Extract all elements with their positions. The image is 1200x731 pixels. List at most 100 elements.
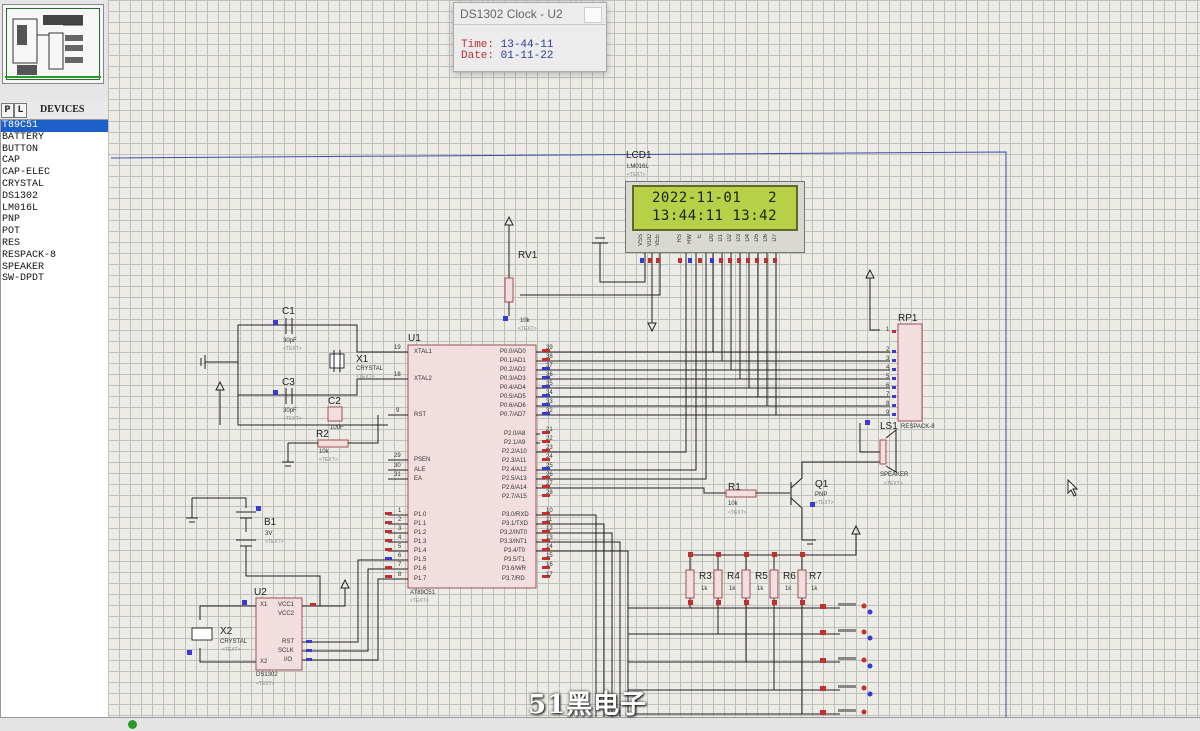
u1-pin-number: 4 [398, 535, 402, 541]
x2-ref: X2 [220, 626, 233, 637]
u1-pin-number: 21 [546, 427, 553, 433]
u1-pin-number: 32 [546, 408, 553, 414]
r-bank-ref: R6 [783, 571, 796, 582]
popup-time-row: Time: 13-44-11 [461, 39, 553, 51]
u1-pin-number: 6 [398, 553, 402, 559]
date-label: Date: [461, 50, 495, 62]
device-item[interactable]: RESPACK-8 [2, 249, 57, 261]
x1-ref: X1 [356, 354, 369, 365]
devices-title: DEVICES [40, 104, 85, 115]
device-item[interactable]: BUTTON [2, 143, 39, 155]
overview-thumbnail [5, 15, 101, 78]
device-item[interactable]: DS1302 [2, 190, 39, 202]
u1-pin-name: P3.5/T1 [504, 557, 526, 563]
device-item[interactable]: PNP [2, 214, 21, 226]
x2-part: CRYSTAL [220, 639, 248, 645]
popup-date-row: Date: 01-11-22 [461, 50, 553, 62]
u1-pin-number: 12 [546, 526, 553, 532]
u1-pin-number: 14 [546, 544, 553, 550]
q1-part: PNP [815, 492, 828, 498]
u1-pin-number: 8 [398, 572, 402, 578]
u1-pin-name: P1.7 [414, 576, 427, 582]
rp1-pin: 2 [886, 347, 890, 353]
u1-pin-number: 17 [546, 572, 553, 578]
u1-pin-name: P3.1/TXD [502, 521, 529, 527]
status-bar [0, 717, 1200, 731]
u2-pin-name: SCLK [278, 648, 294, 654]
u1-pin-number: 28 [546, 490, 553, 496]
c2-ref: C2 [328, 396, 341, 407]
rp1-pin: 9 [886, 410, 890, 416]
mouse-pointer-icon [1067, 479, 1079, 497]
u2-pin-name: VCC1 [278, 602, 295, 608]
u1-pin-name: P2.7/A15 [502, 494, 527, 500]
u1-pin-number: 30 [394, 463, 401, 469]
close-button[interactable] [584, 7, 602, 23]
u2-ref: U2 [254, 587, 267, 598]
device-item[interactable]: POT [2, 226, 21, 238]
u1-pin-number: 7 [398, 562, 402, 568]
u1-pin-number: 11 [546, 517, 553, 523]
device-item[interactable]: BATTERY [2, 131, 45, 143]
r1-text-placeholder: <TEXT> [728, 510, 747, 516]
u1-pin-name: P2.4/A12 [502, 467, 527, 473]
overview-window[interactable] [2, 4, 104, 84]
time-value: 13-44-11 [500, 39, 554, 51]
rv1-ref: RV1 [518, 250, 538, 261]
u1-pin-name: P2.0/A8 [504, 431, 526, 437]
lcd-ref: LCD1 [626, 150, 652, 161]
device-item[interactable]: RES [2, 237, 21, 249]
rp1-pin: 7 [886, 392, 890, 398]
r1-ref: R1 [728, 482, 741, 493]
u1-pin-number: 31 [394, 472, 401, 478]
rp1-ref: RP1 [898, 313, 918, 324]
u1-pin-number: 13 [546, 535, 553, 541]
r-bank-ref: R4 [727, 571, 740, 582]
u1-pin-name: P0.2/AD2 [500, 367, 526, 373]
u1-pin-name: P2.3/A11 [502, 458, 527, 464]
u1-pin-number: 18 [394, 372, 401, 378]
library-button[interactable]: L [14, 103, 27, 118]
schematic-canvas[interactable] [108, 0, 1200, 717]
overview-viewport[interactable] [6, 8, 100, 80]
u1-pin-number: 27 [546, 481, 553, 487]
ds1302-clock-popup[interactable]: DS1302 Clock - U2 Time: 13-44-11 Date: 0… [453, 2, 607, 72]
u1-pin-name: PSEN [414, 457, 431, 463]
device-item[interactable]: CAP-ELEC [2, 167, 51, 179]
lcd-line-1: 2022-11-01 2 [652, 190, 778, 206]
r-bank-value: 1k [701, 586, 708, 592]
r-bank-value: 1k [729, 586, 736, 592]
u1-pin-number: 33 [546, 399, 553, 405]
lcd-text-placeholder: <TEXT> [627, 172, 646, 178]
ls1-ref: LS1 [880, 421, 898, 432]
u1-pin-name: P3.7/RD [502, 576, 525, 582]
u1-pin-number: 16 [546, 562, 553, 568]
r-bank-value: 1k [811, 586, 818, 592]
u1-pin-number: 38 [546, 354, 553, 360]
u1-pin-number: 39 [546, 345, 553, 351]
rp1-pin: 4 [886, 365, 890, 371]
device-list[interactable]: T89C51 BATTERY BUTTON CAP CAP-ELEC CRYST… [0, 119, 110, 719]
device-item[interactable]: LM016L [2, 202, 39, 214]
u1-pin-number: 35 [546, 381, 553, 387]
rp1-pin: 1 [886, 327, 890, 333]
device-item[interactable]: CAP [2, 155, 21, 167]
u1-pin-name: P3.3/INT1 [500, 539, 528, 545]
device-item[interactable]: SPEAKER [2, 261, 45, 273]
pick-devices-button[interactable]: P [1, 103, 14, 118]
u1-pin-number: 1 [398, 508, 402, 514]
device-item[interactable]: T89C51 [1, 120, 109, 132]
time-label: Time: [461, 39, 495, 51]
device-item[interactable]: SW-DPDT [2, 273, 45, 285]
x2-text-placeholder: <TEXT> [222, 647, 241, 653]
u1-pin-name: P0.1/AD1 [500, 358, 526, 364]
u1-pin-name: P3.6/WR [502, 566, 527, 572]
popup-title: DS1302 Clock - U2 [454, 3, 606, 25]
play-simulation-icon[interactable] [128, 720, 137, 729]
u1-pin-name: ALE [414, 467, 426, 473]
b1-ref: B1 [264, 517, 277, 528]
lcd-pin: VEE [655, 234, 661, 247]
lcd-pin-labels: VSS VDD VEE RS RW E D0 D1 D2 D3 D4 D5 D6… [638, 234, 788, 250]
c3-ref: C3 [282, 377, 295, 388]
device-item[interactable]: CRYSTAL [2, 178, 45, 190]
